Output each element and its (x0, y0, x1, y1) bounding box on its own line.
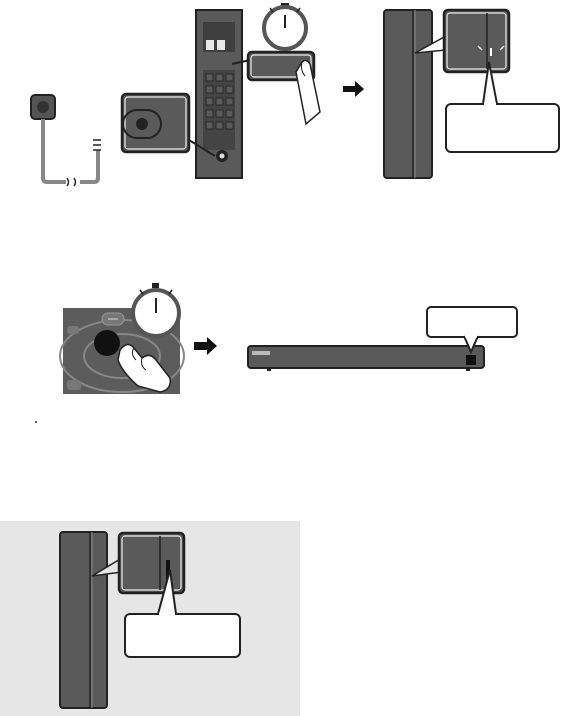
finger-press-icon (295, 59, 321, 126)
finger-press-icon (117, 343, 172, 393)
stopwatch-icon (131, 283, 181, 338)
soundbar (247, 345, 485, 371)
soundbar-led (466, 355, 476, 365)
led-indicator-icon (477, 45, 505, 56)
rear-speaker-led-check (59, 531, 241, 709)
cable-break-mark (66, 177, 77, 187)
arrow-right-icon (343, 81, 364, 97)
subwoofer-back-panel (195, 9, 243, 179)
soundbar-led-label-box (426, 306, 518, 355)
footnote-dot (35, 421, 37, 423)
power-outlet-icon (30, 94, 56, 120)
rear-speaker-front (383, 9, 447, 179)
power-cable-end (80, 150, 100, 184)
plug-prongs (93, 139, 101, 151)
stopwatch-icon (262, 3, 308, 51)
rear-speaker-front (59, 531, 123, 709)
led-zoom-callout (117, 531, 186, 595)
power-cable (41, 119, 66, 184)
arrow-right-icon (194, 337, 217, 355)
remote-pair-button (94, 330, 120, 356)
led-zoom-callout (442, 8, 511, 74)
remote-to-soundbar-step (59, 283, 518, 394)
power-socket-callout (120, 92, 216, 157)
subwoofer-pairing-step (30, 3, 560, 187)
led-status-label-box (124, 569, 241, 658)
led-status-label-box (445, 61, 560, 153)
